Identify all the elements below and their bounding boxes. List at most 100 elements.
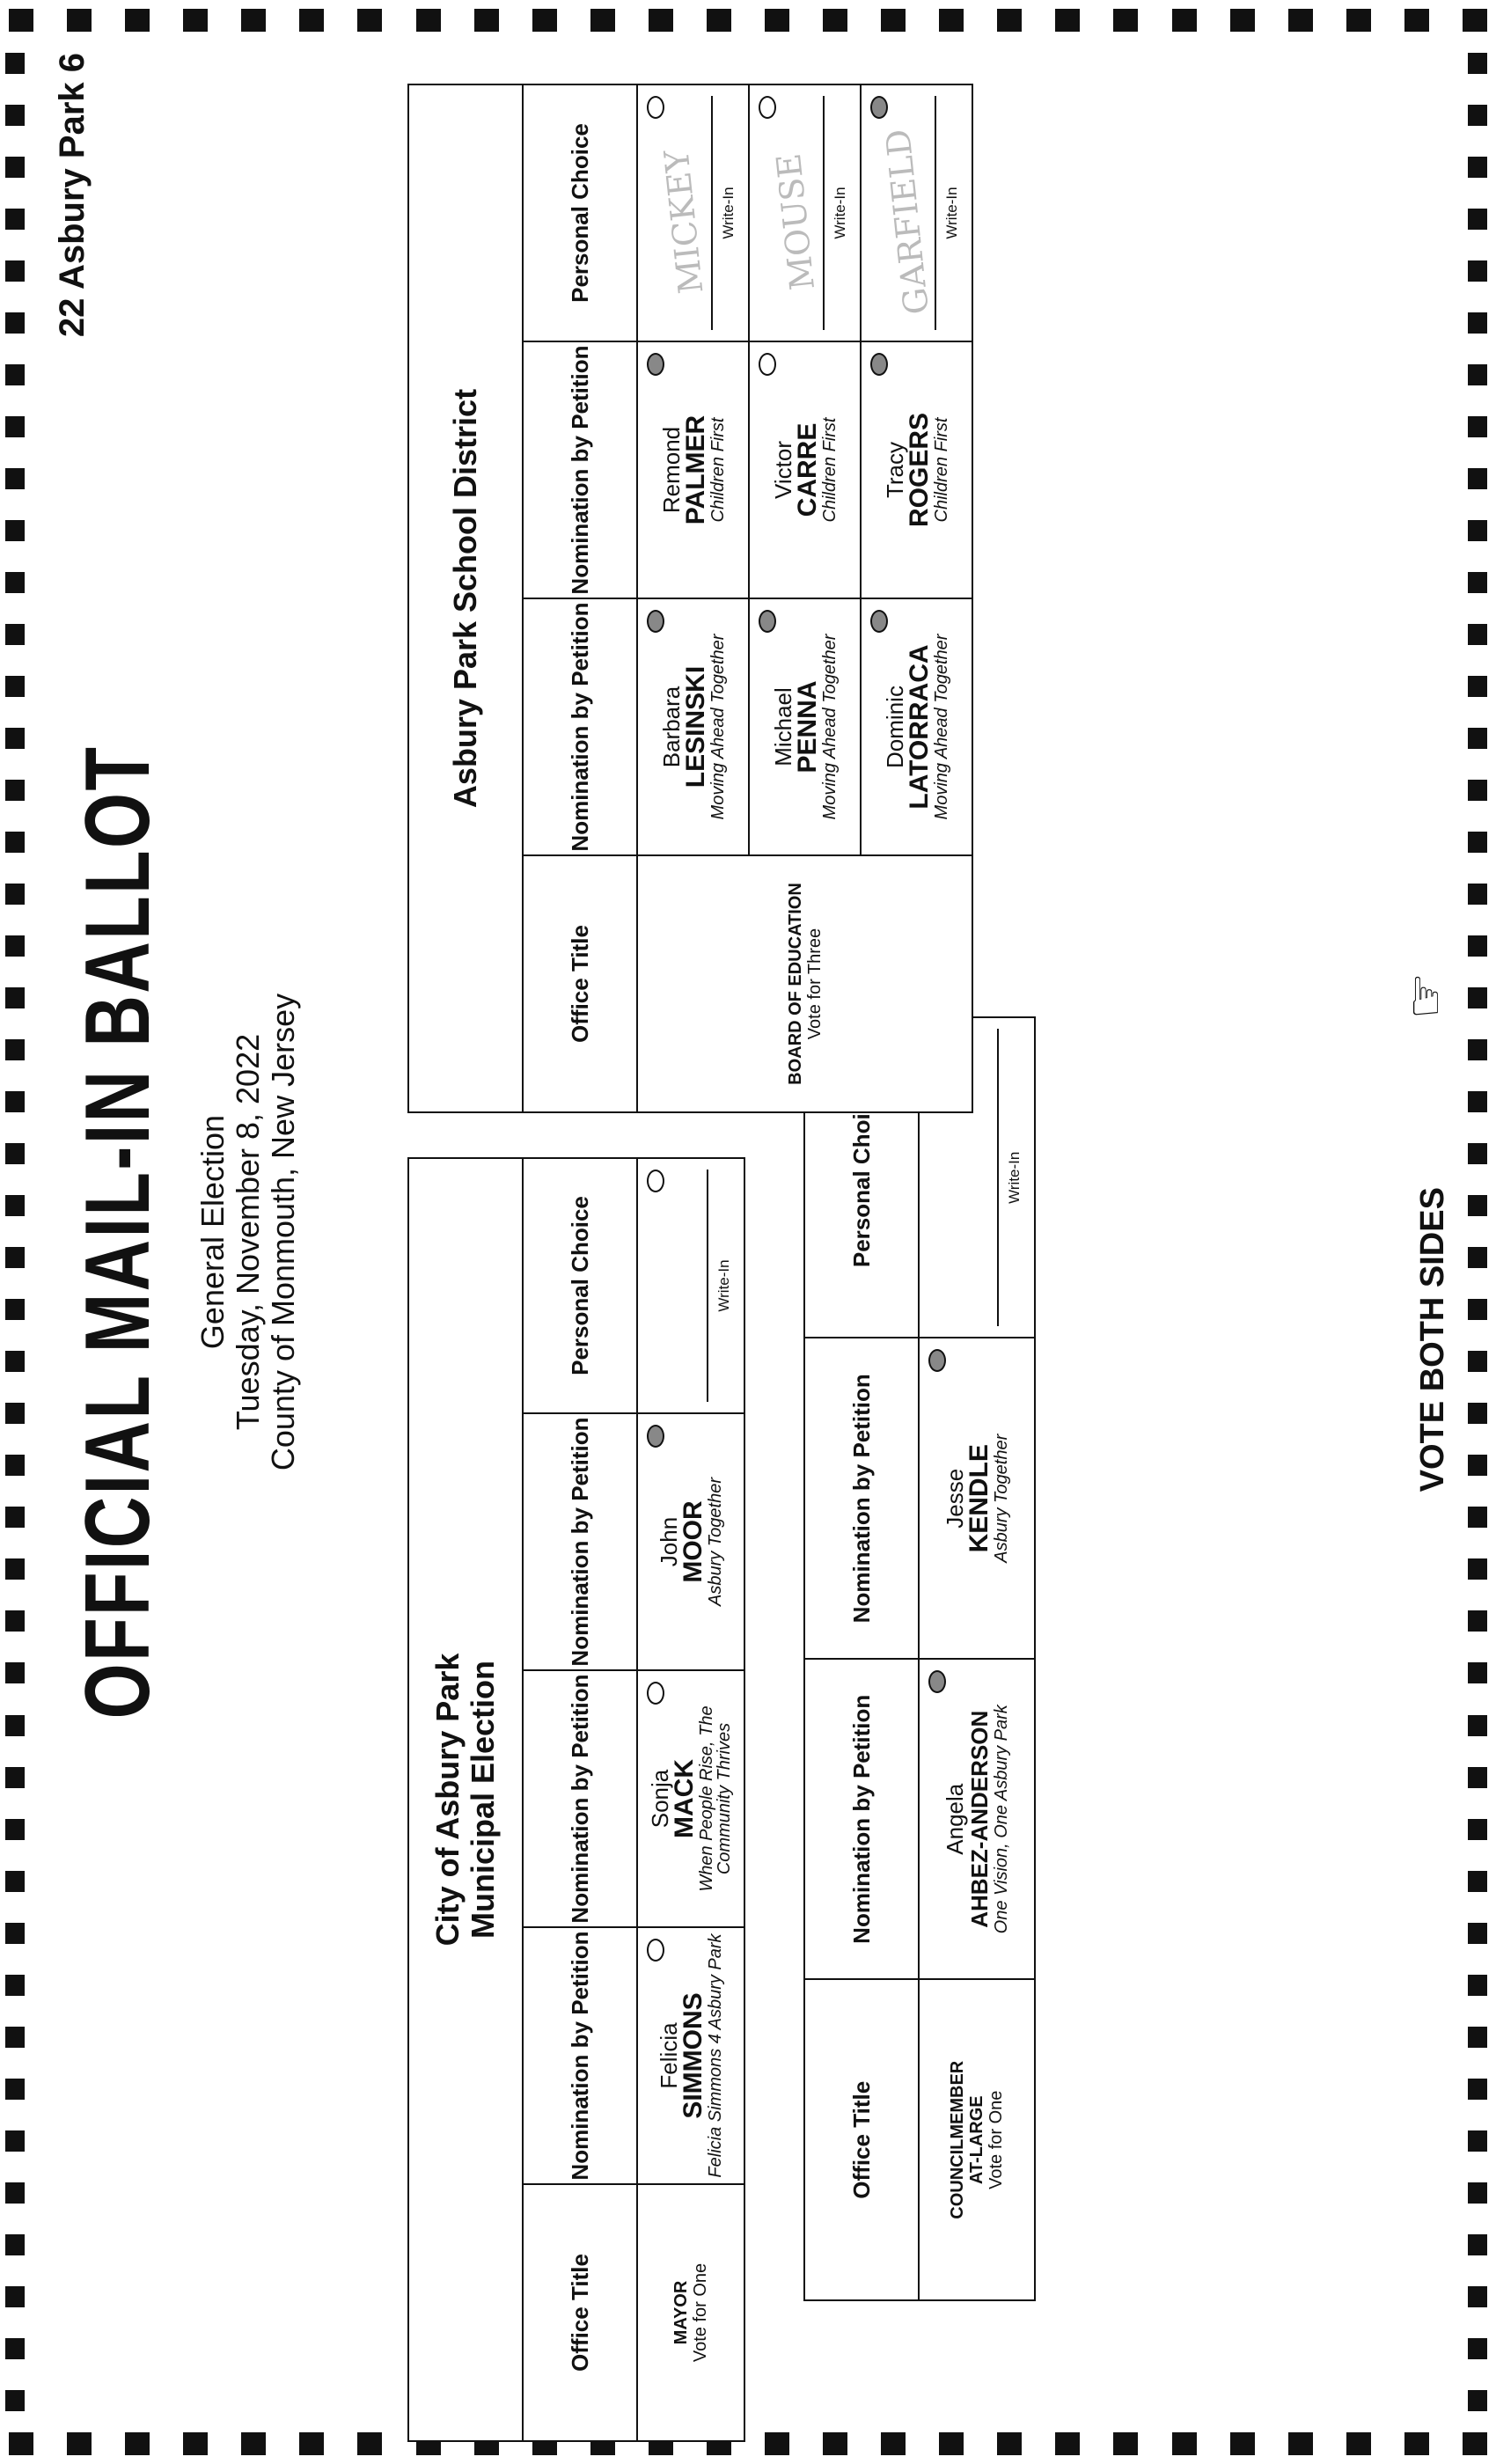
write-in-label: Write-In <box>1006 1151 1023 1204</box>
office-title-header: Office Title <box>523 2184 637 2441</box>
office-title-header: Office Title <box>523 855 637 1112</box>
timing-mark <box>5 2337 25 2359</box>
timing-mark <box>5 53 25 74</box>
timing-mark <box>1468 1143 1487 1165</box>
timing-mark <box>1468 2078 1487 2100</box>
timing-mark <box>823 9 848 32</box>
school-write-in[interactable]: GARFIELD Write-In <box>861 84 972 341</box>
timing-mark <box>1346 9 1371 32</box>
vote-oval-marked[interactable] <box>647 1425 664 1448</box>
timing-mark <box>1468 1974 1487 1996</box>
vote-oval-marked[interactable] <box>870 610 888 633</box>
timing-mark <box>765 2432 790 2455</box>
council-table: Office Title Nomination by Petition Nomi… <box>803 1016 1036 2301</box>
handwritten-write-in: MICKEY <box>656 148 711 296</box>
timing-mark <box>5 780 25 802</box>
vote-oval[interactable] <box>759 353 776 376</box>
timing-mark <box>1229 9 1255 32</box>
timing-mark <box>1468 1195 1487 1217</box>
timing-mark <box>5 1662 25 1684</box>
vote-oval-marked[interactable] <box>647 353 664 376</box>
timing-mark <box>1468 53 1487 74</box>
timing-mark <box>1055 9 1081 32</box>
timing-mark <box>1468 987 1487 1009</box>
candidate-penna: Michael PENNA Moving Ahead Together <box>749 598 861 855</box>
left-timing-marks <box>5 0 28 2464</box>
timing-mark <box>1229 2432 1255 2455</box>
vote-oval[interactable] <box>759 96 776 119</box>
timing-mark <box>5 2389 25 2411</box>
candidate-rogers: Tracy ROGERS Children First <box>861 341 972 598</box>
vote-oval-marked[interactable] <box>647 610 664 633</box>
timing-mark <box>1468 1558 1487 1580</box>
timing-mark <box>5 1974 25 1996</box>
timing-mark <box>125 9 150 32</box>
timing-mark <box>241 2432 267 2455</box>
timing-mark <box>5 416 25 438</box>
timing-mark <box>1468 1403 1487 1425</box>
timing-mark <box>5 1714 25 1736</box>
write-in-line[interactable] <box>823 96 825 330</box>
write-in-label: Write-In <box>715 1259 732 1312</box>
timing-mark <box>765 9 790 32</box>
timing-mark <box>5 884 25 906</box>
write-in-line[interactable] <box>935 96 936 330</box>
timing-mark <box>1468 468 1487 490</box>
vote-oval[interactable] <box>647 96 664 119</box>
timing-mark <box>299 2432 325 2455</box>
school-write-in[interactable]: MOUSE Write-In <box>749 84 861 341</box>
write-in-line[interactable] <box>711 96 713 330</box>
timing-mark <box>473 9 499 32</box>
timing-mark <box>1287 2432 1313 2455</box>
vote-oval[interactable] <box>647 1682 664 1705</box>
timing-mark <box>9 9 33 32</box>
timing-mark <box>881 2432 906 2455</box>
vote-oval[interactable] <box>647 1170 664 1192</box>
timing-mark <box>1468 2233 1487 2255</box>
vote-oval[interactable] <box>647 1939 664 1962</box>
vote-oval-marked[interactable] <box>870 353 888 376</box>
timing-mark <box>5 2285 25 2307</box>
timing-mark <box>1468 1922 1487 1944</box>
candidate-palmer: Remond PALMER Children First <box>637 341 749 598</box>
write-in-line[interactable] <box>997 1029 999 1327</box>
timing-mark <box>1468 728 1487 750</box>
timing-mark <box>1404 2432 1429 2455</box>
mayor-write-in[interactable]: Write-In <box>637 1158 744 1413</box>
pointing-hand-icon: ☞ <box>1396 972 1455 1020</box>
top-timing-marks <box>0 9 1496 32</box>
timing-mark <box>1468 1507 1487 1529</box>
timing-mark <box>67 2432 92 2455</box>
vote-oval-marked[interactable] <box>870 96 888 119</box>
timing-mark <box>648 9 673 32</box>
timing-mark <box>5 572 25 594</box>
timing-mark <box>1468 520 1487 542</box>
timing-mark <box>590 9 615 32</box>
timing-mark <box>5 260 25 282</box>
candidate-mack: Sonja MACK When People Rise, The Communi… <box>637 1670 744 1927</box>
district-code: 22 Asbury Park 6 <box>53 53 92 338</box>
timing-mark <box>9 2432 33 2455</box>
school-write-in[interactable]: MICKEY Write-In <box>637 84 749 341</box>
candidate-moor: John MOOR Asbury Together <box>637 1413 744 1670</box>
timing-mark <box>1468 1870 1487 1892</box>
vote-oval-marked[interactable] <box>928 1670 946 1693</box>
timing-mark <box>5 1039 25 1061</box>
timing-mark <box>5 1507 25 1529</box>
office-title-header: Office Title <box>804 1979 919 2300</box>
write-in-label: Write-In <box>832 187 848 239</box>
candidate-ahbez-anderson: Angela AHBEZ-ANDERSON One Vision, One As… <box>919 1659 1035 1980</box>
write-in-line[interactable] <box>707 1170 708 1402</box>
vote-oval-marked[interactable] <box>759 610 776 633</box>
timing-mark <box>5 2026 25 2048</box>
timing-mark <box>1468 364 1487 386</box>
timing-mark <box>1468 2182 1487 2204</box>
timing-mark <box>1346 2432 1371 2455</box>
timing-mark <box>1055 2432 1081 2455</box>
school-caption: Asbury Park School District <box>408 84 523 1112</box>
vote-both-sides-notice: VOTE BOTH SIDES ☞ <box>1396 972 1455 1492</box>
timing-mark <box>5 2078 25 2100</box>
handwritten-write-in: MOUSE <box>768 151 823 292</box>
